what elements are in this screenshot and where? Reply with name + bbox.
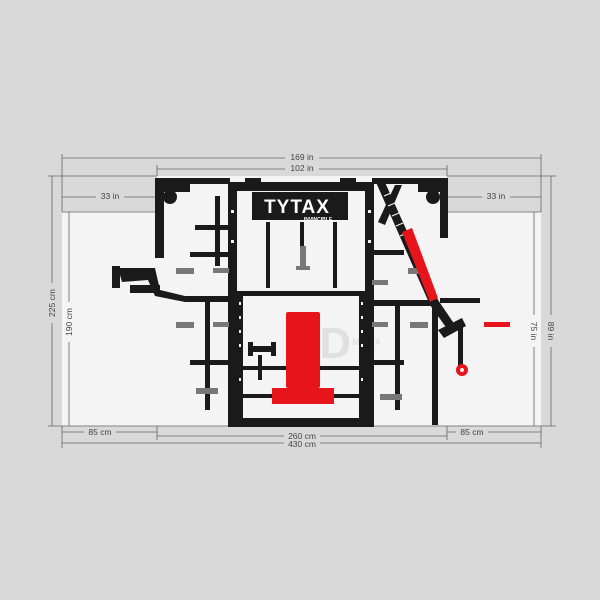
dim-right-ext-cm: 85 cm: [460, 427, 483, 437]
right-footprint-panel: [447, 212, 541, 426]
dim-total-width-cm: 430 cm: [288, 439, 316, 449]
dim-total-height-in: 89 in: [546, 322, 556, 341]
gym-machine-illustration: SD MEDIA: [112, 178, 510, 427]
svg-text:TYTAX: TYTAX: [264, 197, 330, 218]
tytax-logo: TYTAX INVINCIBLE: [252, 192, 348, 223]
dim-left-ext-in: 33 in: [101, 191, 120, 201]
dim-left-ext-cm: 85 cm: [88, 427, 111, 437]
svg-text:INVINCIBLE: INVINCIBLE: [304, 217, 333, 223]
dim-frame-width-in: 102 in: [290, 163, 313, 173]
left-footprint-panel: [62, 212, 157, 426]
dim-left-height-cm: 190 cm: [64, 308, 74, 336]
dim-right-height-in: 75 in: [529, 322, 539, 341]
dim-right-ext-in: 33 in: [487, 191, 506, 201]
dim-total-width-in: 169 in: [290, 152, 313, 162]
dim-total-height-cm: 225 cm: [47, 289, 57, 317]
dim-frame-width-cm: 260 cm: [288, 431, 316, 441]
